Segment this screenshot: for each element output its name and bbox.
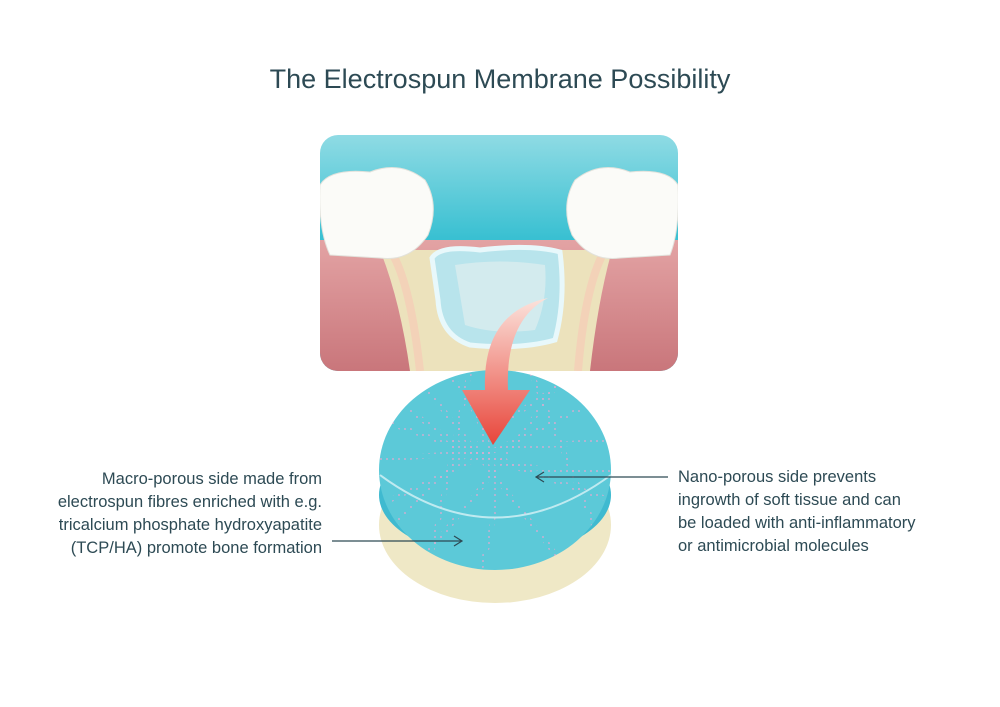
page-title: The Electrospun Membrane Possibility bbox=[269, 64, 731, 94]
label-line: be loaded with anti-inflammatory bbox=[678, 514, 916, 532]
red-arrow bbox=[462, 298, 548, 445]
right-callout-arrow bbox=[534, 471, 668, 483]
label-line: (TCP/HA) promote bone formation bbox=[70, 539, 322, 557]
disc bbox=[379, 370, 612, 603]
label-line: Macro-porous side made from bbox=[101, 470, 322, 488]
macro-porous-label: Macro-porous side made from electrospun … bbox=[58, 468, 322, 560]
label-line: Nano-porous side prevents bbox=[678, 468, 877, 486]
left-tooth bbox=[320, 167, 434, 260]
callout-lines bbox=[332, 471, 668, 547]
right-tooth bbox=[566, 167, 678, 260]
fibres bbox=[379, 370, 611, 570]
label-line: electrospun fibres enriched with e.g. bbox=[57, 493, 322, 511]
label-line: tricalcium phosphate hydroxyapatite bbox=[58, 516, 322, 534]
label-line: or antimicrobial molecules bbox=[678, 537, 869, 555]
left-callout-arrow bbox=[332, 535, 464, 547]
nano-porous-label: Nano-porous side prevents ingrowth of so… bbox=[678, 466, 916, 558]
jaw-panel bbox=[320, 135, 678, 371]
label-line: ingrowth of soft tissue and can bbox=[678, 491, 901, 509]
